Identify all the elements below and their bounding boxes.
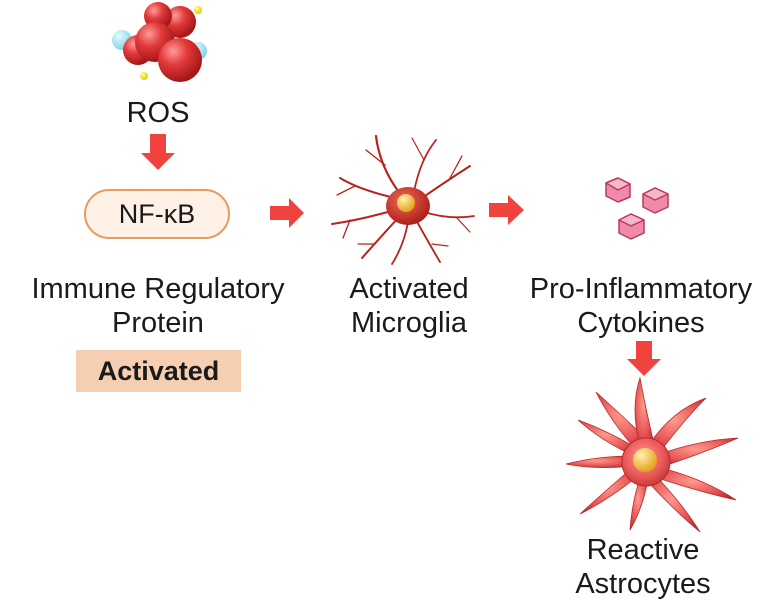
microglia-line1: Activated xyxy=(349,273,469,305)
microglia-line2: Microglia xyxy=(350,307,468,339)
astrocytes-line1: Reactive xyxy=(586,534,700,566)
immune-line1: Immune Regulatory xyxy=(31,273,285,305)
immune-regulatory-label: Immune Regulatory Protein xyxy=(8,272,308,340)
cytokines-label: Pro-Inflammatory Cytokines xyxy=(506,272,776,340)
cytokines-line1: Pro-Inflammatory xyxy=(529,273,753,305)
cytokines-line2: Cytokines xyxy=(577,307,705,339)
nfkb-label: NF-κB xyxy=(118,198,196,229)
immune-line2: Protein xyxy=(112,307,204,339)
astrocytes-line2: Astrocytes xyxy=(575,568,711,600)
ros-label: ROS xyxy=(126,97,190,129)
astrocytes-label: Reactive Astrocytes xyxy=(548,533,738,601)
nfkb-pill: NF-κB xyxy=(84,189,230,239)
microglia-label: Activated Microglia xyxy=(314,272,504,340)
activated-badge: Activated xyxy=(76,350,241,392)
